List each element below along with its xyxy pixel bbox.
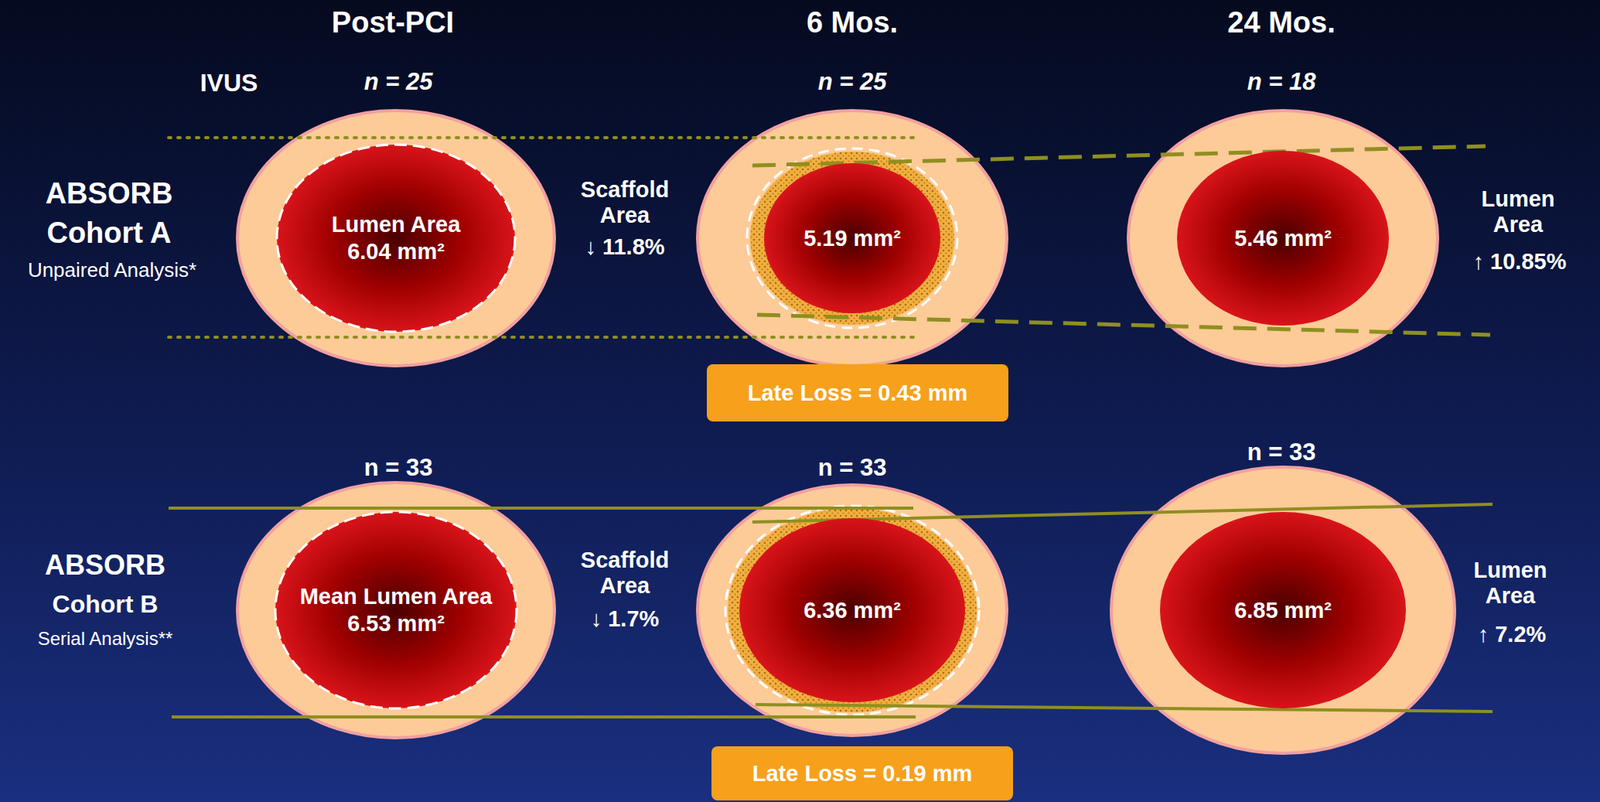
reference-line bbox=[752, 146, 1491, 335]
change-label: Scaffold Area bbox=[574, 177, 676, 229]
change-value: ↑ 7.2% bbox=[1477, 621, 1547, 648]
late-loss-text: Late Loss = 0.19 mm bbox=[752, 760, 973, 788]
vessel-wall bbox=[237, 110, 1455, 754]
lumen-ellipse: 6.36 mm² bbox=[737, 516, 967, 704]
late-loss-box: Late Loss = 0.19 mm bbox=[711, 746, 1014, 801]
change-label: Lumen Area bbox=[1467, 557, 1553, 610]
lumen-heading: Lumen Area bbox=[331, 211, 461, 239]
row-title: ABSORB bbox=[45, 177, 174, 212]
lumen-ellipse: Mean Lumen Area6.53 mm² bbox=[273, 510, 519, 710]
change-value: ↓ 1.7% bbox=[590, 606, 660, 632]
scaffold-ring bbox=[727, 151, 977, 713]
column-heading: Post-PCI bbox=[331, 6, 454, 41]
sample-size: n = 25 bbox=[818, 68, 887, 96]
lumen-value: 6.53 mm² bbox=[347, 610, 445, 638]
lumen-ellipse: 5.46 mm² bbox=[1175, 149, 1391, 328]
lumen-heading: Mean Lumen Area bbox=[300, 583, 493, 611]
change-value: ↓ 11.8% bbox=[584, 234, 665, 260]
row-subtitle: Unpaired Analysis* bbox=[27, 259, 197, 283]
sample-size: n = 33 bbox=[364, 453, 434, 482]
column-heading: 6 Mos. bbox=[806, 6, 898, 41]
lumen-value: 6.85 mm² bbox=[1234, 597, 1332, 625]
lumen-ellipse: 5.19 mm² bbox=[762, 161, 942, 315]
row-title: ABSORB bbox=[44, 549, 166, 581]
reference-line bbox=[168, 504, 1493, 717]
sample-size: n = 18 bbox=[1247, 68, 1317, 96]
lumen-value: 6.04 mm² bbox=[347, 238, 445, 266]
lumen-ellipse: Lumen Area6.04 mm² bbox=[275, 143, 517, 334]
sample-size: n = 33 bbox=[818, 453, 887, 482]
lumen-shape bbox=[275, 143, 517, 334]
late-loss-text: Late Loss = 0.43 mm bbox=[747, 379, 969, 407]
method-label: IVUS bbox=[200, 68, 259, 98]
lumen-shape bbox=[273, 510, 519, 710]
late-loss-box: Late Loss = 0.43 mm bbox=[706, 364, 1009, 422]
lumen-ellipse: 6.85 mm² bbox=[1158, 510, 1408, 710]
scaffold-outline bbox=[725, 148, 980, 715]
lumen-value: 5.19 mm² bbox=[803, 225, 901, 253]
row-subtitle: Serial Analysis** bbox=[37, 627, 174, 650]
sample-size: n = 25 bbox=[364, 68, 434, 96]
row-title: Cohort A bbox=[46, 216, 171, 251]
column-heading: 24 Mos. bbox=[1227, 6, 1335, 41]
change-label: Lumen Area bbox=[1475, 186, 1561, 239]
sample-size: n = 33 bbox=[1247, 438, 1317, 467]
change-label: Scaffold Area bbox=[574, 547, 676, 600]
lumen-value: 6.36 mm² bbox=[803, 597, 901, 625]
lumen-value: 5.46 mm² bbox=[1234, 225, 1332, 253]
row-title: Cohort B bbox=[52, 590, 159, 619]
change-value: ↑ 10.85% bbox=[1473, 249, 1567, 275]
